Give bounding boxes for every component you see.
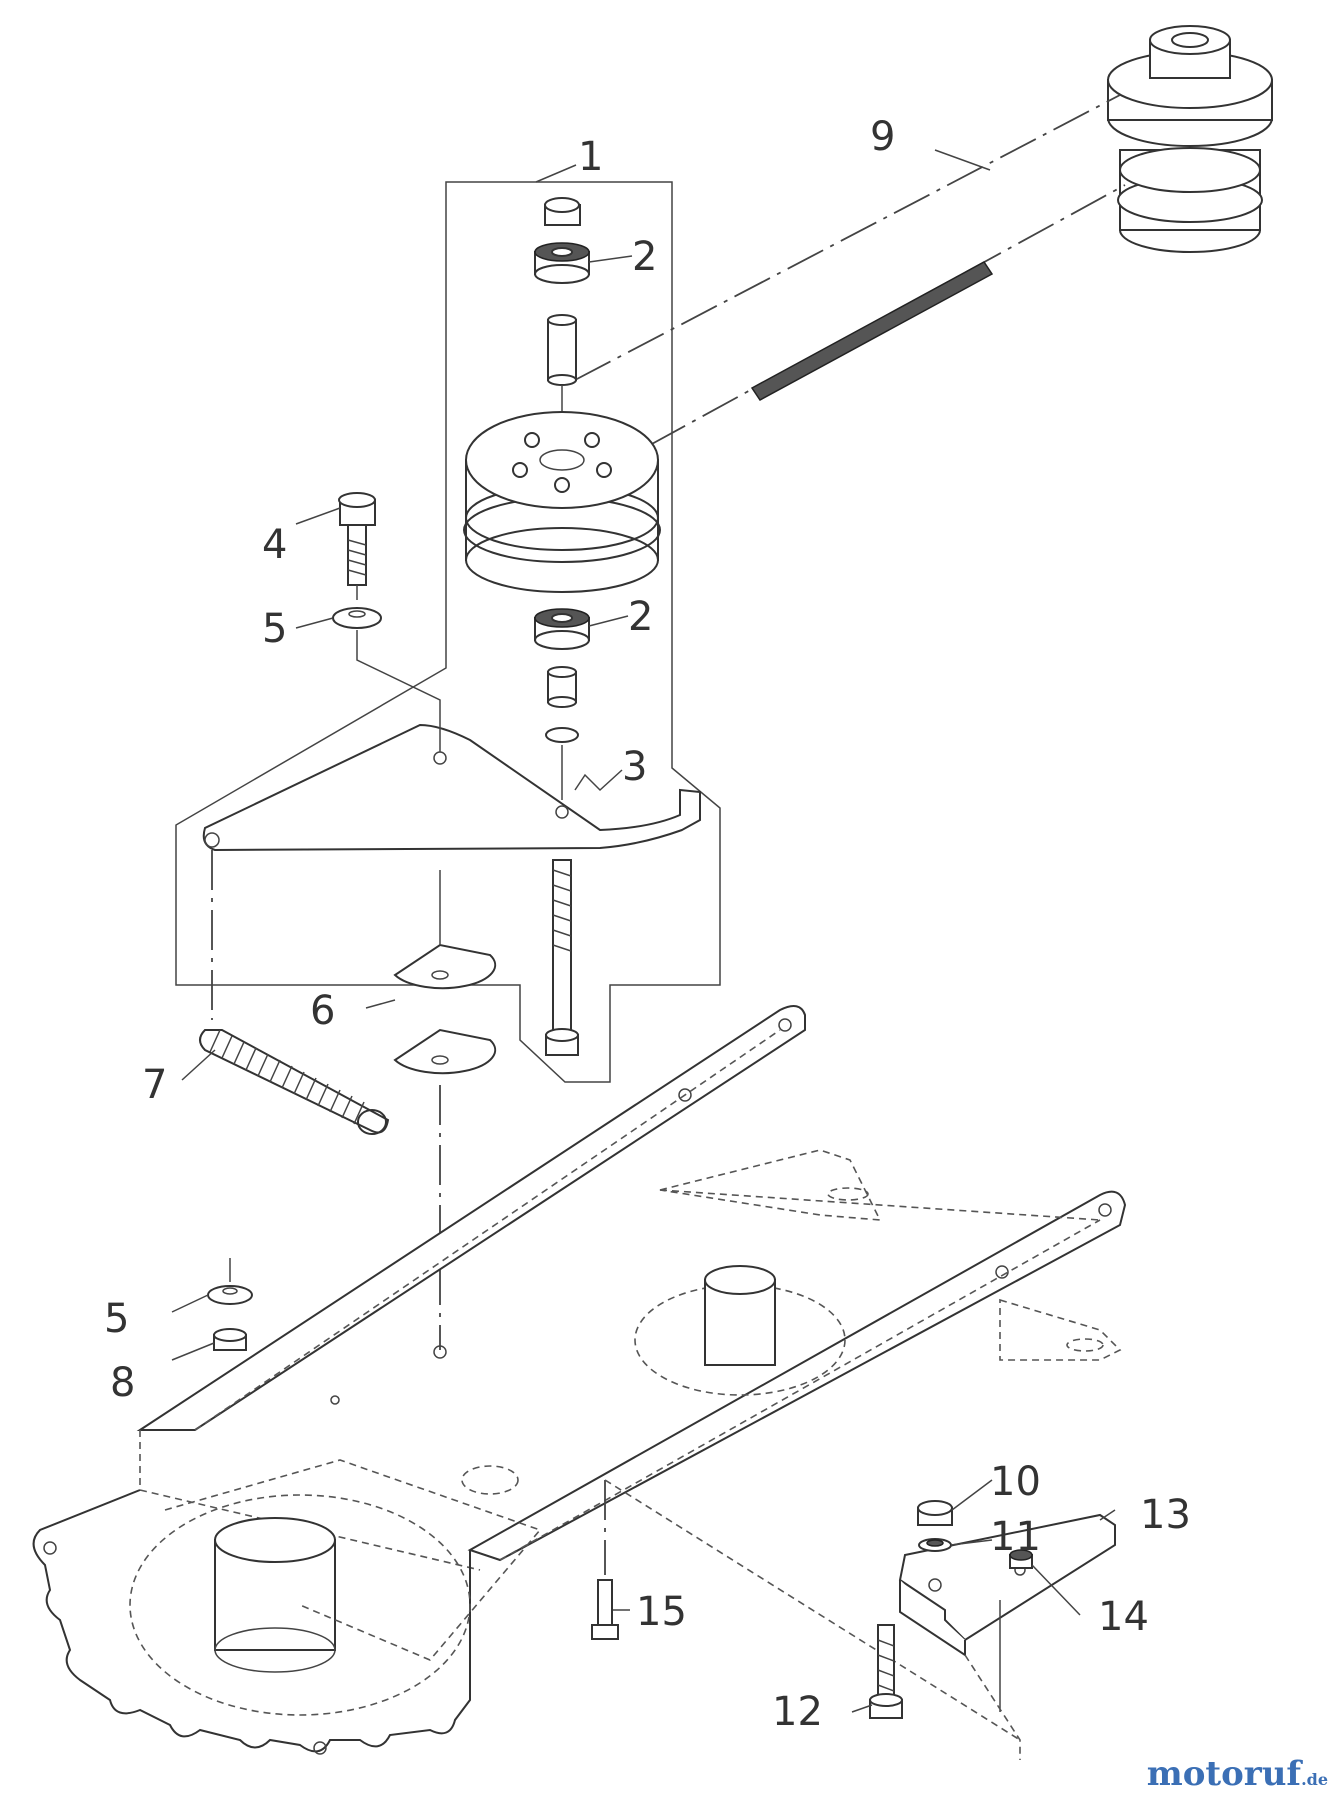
- mower-deck: [136, 1005, 1127, 1571]
- washer-11: [918, 1538, 952, 1552]
- callout-7: 7: [142, 1062, 167, 1108]
- callout-12: 12: [772, 1689, 823, 1735]
- bracket-plate-13: [898, 1513, 1116, 1712]
- leader-lines: [171, 149, 1116, 1713]
- spacer-tube: [547, 314, 577, 386]
- nut-14: [1009, 1549, 1033, 1569]
- washer-5-top: [332, 607, 382, 629]
- callout-11: 11: [990, 1514, 1041, 1560]
- watermark-logo: motoruf.de: [1147, 1754, 1328, 1794]
- watermark-text: motoruf: [1146, 1754, 1302, 1794]
- callout-14: 14: [1098, 1594, 1149, 1640]
- watermark-suffix: .de: [1301, 1770, 1328, 1789]
- idler-arm: [202, 723, 701, 852]
- washer-6-upper: [393, 943, 497, 990]
- bolt-15: [591, 1579, 619, 1640]
- nut-10: [917, 1500, 953, 1526]
- deck-washer-5: [207, 1285, 253, 1305]
- callout-5-top: 5: [262, 606, 287, 652]
- bearing-top: [534, 242, 590, 284]
- callout-2-bottom: 2: [628, 594, 653, 640]
- centerline-pulley-upper: [574, 94, 1121, 381]
- callout-5-deck: 5: [104, 1296, 129, 1342]
- callout-3: 3: [622, 744, 647, 790]
- bolt-4: [338, 492, 376, 586]
- main-pulley: [463, 411, 661, 593]
- bolt-12: [869, 1624, 903, 1719]
- callout-2-top: 2: [632, 234, 657, 280]
- callout-10: 10: [990, 1459, 1041, 1505]
- lower-spacer: [547, 666, 577, 708]
- callout-15: 15: [636, 1589, 687, 1635]
- spring-7: [199, 1029, 390, 1135]
- pulley-assembly: [1107, 25, 1273, 253]
- cutting-disc: [32, 1459, 542, 1755]
- deck-nut-8: [213, 1328, 247, 1351]
- callout-4: 4: [262, 522, 287, 568]
- callout-13: 13: [1140, 1492, 1191, 1538]
- bearing-bottom: [534, 608, 590, 650]
- callout-6: 6: [310, 988, 335, 1034]
- pivot-bolt: [545, 859, 579, 1056]
- callout-1: 1: [578, 134, 603, 180]
- assembly-group-outline: [175, 181, 721, 1083]
- callout-8: 8: [110, 1360, 135, 1406]
- callout-9: 9: [870, 114, 895, 160]
- washer-6-lower: [393, 1028, 497, 1075]
- top-nut: [544, 197, 581, 226]
- washer-pulley: [545, 727, 579, 743]
- threaded-rod: [750, 261, 994, 401]
